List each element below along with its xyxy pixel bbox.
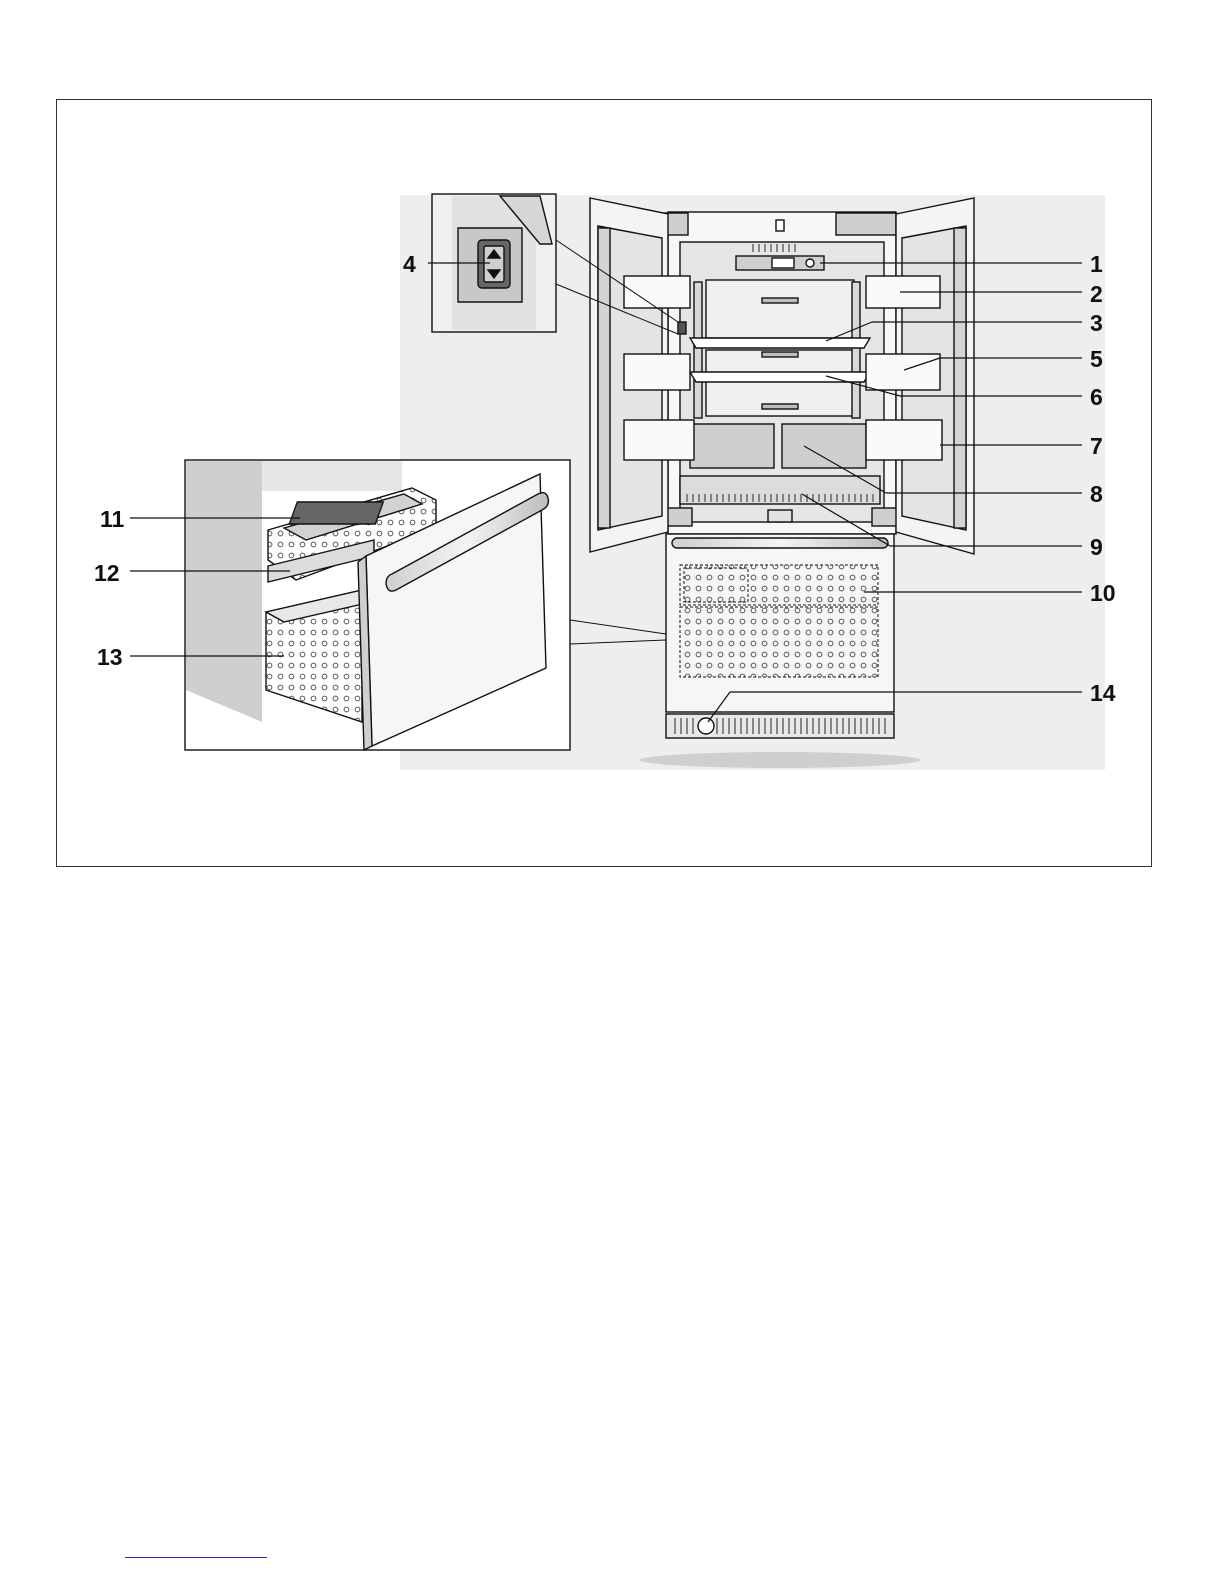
control-display [772, 258, 794, 268]
freezer-drawer-detail [185, 460, 570, 750]
callout-14: 14 [1090, 680, 1116, 706]
top-hinge-right [836, 213, 896, 235]
back-panel-upper [706, 280, 854, 338]
freezer-handle [672, 538, 888, 548]
water-filter-knob [698, 718, 714, 734]
right-door-bin-lower [866, 420, 942, 460]
detail-cabinet-side [186, 461, 262, 722]
callout-12: 12 [94, 560, 120, 586]
callout-3: 3 [1090, 310, 1103, 336]
light-bar-middle [762, 352, 798, 357]
right-door-handle-rail [954, 228, 966, 528]
glass-shelf-upper [690, 338, 870, 348]
toe-kick-grille-left [674, 718, 696, 734]
left-door-handle-rail [598, 228, 610, 528]
chiller-drawer-front [684, 494, 876, 502]
callout-11: 11 [100, 506, 125, 532]
freezer-lower-basket [680, 607, 878, 677]
light-bar-upper [762, 298, 798, 303]
toe-kick-grille-right [716, 718, 888, 734]
left-door-bin-lower [624, 420, 694, 460]
interior-rail-right [852, 282, 860, 418]
light-bar-lower [762, 404, 798, 409]
callout-6: 6 [1090, 384, 1103, 410]
callout-13: 13 [97, 644, 123, 670]
floor-shadow [640, 752, 920, 768]
freezer-section [640, 534, 920, 768]
right-door-bin-middle [866, 354, 940, 390]
control-knob [806, 259, 814, 267]
callout-4: 4 [403, 251, 416, 277]
callout-2: 2 [1090, 281, 1103, 307]
bottom-logo [768, 510, 792, 522]
left-door-bin-middle [624, 354, 690, 390]
callout-10: 10 [1090, 580, 1116, 606]
footnote-rule [125, 1557, 267, 1558]
crisper-drawer-left [690, 424, 774, 468]
freezer-upper-basket [680, 565, 878, 605]
door-switch [678, 322, 686, 334]
crisper-drawer-right [782, 424, 866, 468]
logo-badge [776, 220, 784, 231]
detail-ice-cubes [289, 502, 383, 524]
callout-1: 1 [1090, 251, 1103, 277]
callout-7: 7 [1090, 433, 1103, 459]
callout-5: 5 [1090, 346, 1103, 372]
detail-cabinet-top [262, 461, 402, 491]
callout-8: 8 [1090, 481, 1103, 507]
interior-rail-left [694, 282, 702, 418]
callout-9: 9 [1090, 534, 1103, 560]
top-vent [752, 244, 796, 252]
